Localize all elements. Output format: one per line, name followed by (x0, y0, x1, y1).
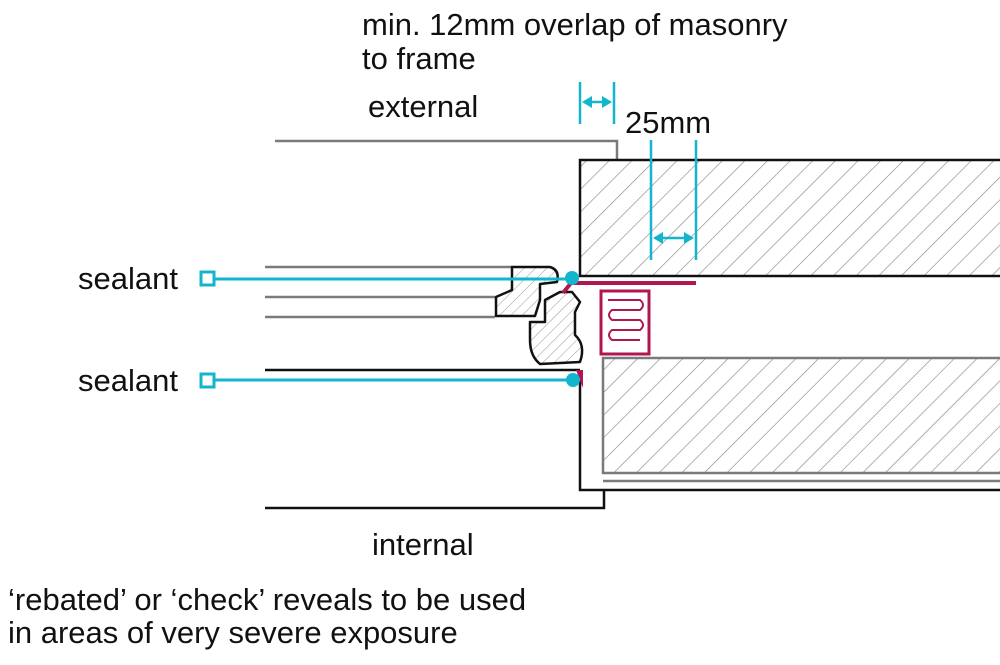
cavity-closer-insulation (599, 289, 651, 356)
dim-25mm-arrow-right (684, 232, 694, 244)
sealant-top-marker (199, 270, 216, 287)
dimension-25mm-label: 25mm (625, 105, 711, 140)
overlap-dim-arrow-right (602, 96, 612, 108)
sealant-top-dot (565, 271, 579, 285)
internal-label: internal (372, 527, 474, 562)
dpc-upper-lip (561, 281, 573, 295)
overlap-dim-arrow-left (582, 96, 592, 108)
sealant-bottom-label: sealant (78, 363, 178, 398)
sealant-bottom-marker (199, 372, 216, 389)
inner-masonry-leaf (601, 356, 1000, 475)
insulation-squiggle (608, 299, 644, 341)
sealant-top-label: sealant (78, 261, 178, 296)
dim-25mm-arrow-left (653, 232, 663, 244)
internal-reveal-outline (578, 370, 1000, 492)
external-wall-face-line (275, 139, 619, 160)
internal-wall-face-line (265, 490, 606, 510)
exposure-note-line1: ‘rebated’ or ‘check’ reveals to be used (8, 582, 526, 617)
overlap-note-line1: min. 12mm overlap of masonry (362, 7, 788, 42)
outer-masonry-leaf (578, 158, 1000, 278)
exposure-note-line2: in areas of very severe exposure (8, 615, 458, 650)
overlap-note-line2: to frame (362, 41, 476, 76)
frame-profile-lower (528, 290, 584, 366)
sealant-bottom-dot (566, 373, 580, 387)
external-label: external (368, 89, 478, 124)
